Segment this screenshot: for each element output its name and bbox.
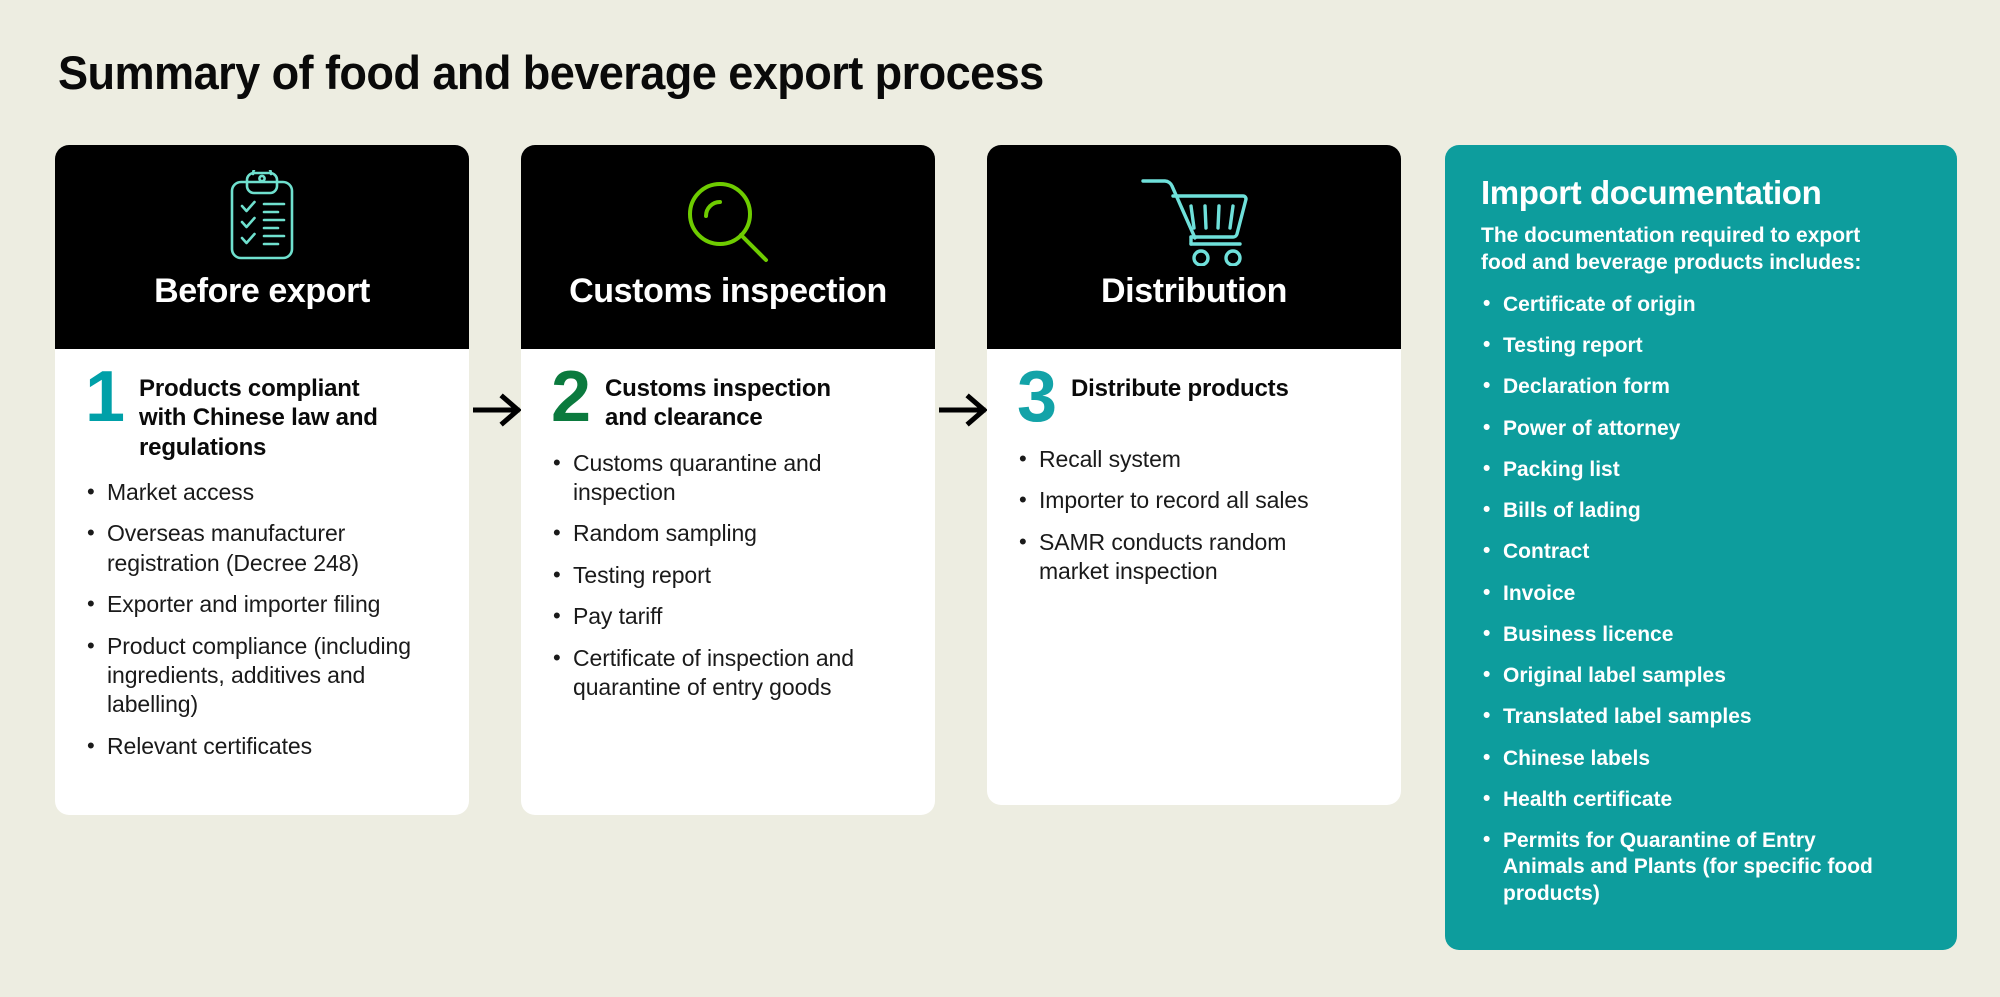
process-card-before-export: Before export 1 Products compliant with …	[55, 145, 469, 815]
list-item: Relevant certificates	[85, 731, 435, 761]
step-number: 3	[1017, 357, 1057, 437]
step-heading: Distribute products	[1071, 375, 1289, 402]
step-row: 3 Distribute products	[1017, 361, 1375, 433]
list-item: Random sampling	[551, 518, 871, 548]
list-item: Power of attorney	[1481, 415, 1881, 442]
step-row: 2 Customs inspection and clearance	[551, 361, 909, 433]
step-row: 1 Products compliant with Chinese law an…	[85, 361, 443, 462]
list-item: Certificate of inspection and quarantine…	[551, 643, 871, 703]
card-header-title: Distribution	[1101, 272, 1287, 310]
list-item: Permits for Quarantine of Entry Animals …	[1481, 827, 1881, 907]
step-number: 1	[85, 357, 125, 437]
list-item: Business licence	[1481, 621, 1881, 648]
list-item: Contract	[1481, 538, 1881, 565]
list-item: Product compliance (including ingredient…	[85, 631, 435, 720]
list-item: Customs quarantine and inspection	[551, 448, 871, 508]
card-body: 2 Customs inspection and clearance Custo…	[521, 349, 935, 815]
import-documentation-panel: Import documentation The documentation r…	[1445, 145, 1957, 950]
card-bullet-list: Market access Overseas manufacturer regi…	[85, 477, 443, 762]
card-body: 1 Products compliant with Chinese law an…	[55, 349, 469, 815]
list-item: Certificate of origin	[1481, 291, 1881, 318]
card-header: Before export	[55, 145, 469, 349]
step-heading: Customs inspection and clearance	[605, 375, 831, 432]
card-header-title: Customs inspection	[569, 272, 887, 310]
arrow-right-icon	[470, 393, 525, 427]
list-item: Testing report	[1481, 332, 1881, 359]
card-bullet-list: Customs quarantine and inspection Random…	[551, 448, 909, 703]
card-header-title: Before export	[154, 272, 370, 310]
list-item: Exporter and importer filing	[85, 589, 435, 619]
list-item: Market access	[85, 477, 435, 507]
panel-title: Import documentation	[1481, 174, 1822, 211]
page-title: Summary of food and beverage export proc…	[58, 46, 1044, 99]
list-item: Recall system	[1017, 444, 1337, 474]
list-item: Packing list	[1481, 456, 1881, 483]
list-item: Translated label samples	[1481, 703, 1881, 730]
list-item: Chinese labels	[1481, 745, 1881, 772]
panel-intro-text: The documentation required to export foo…	[1481, 224, 1862, 274]
list-item: Bills of lading	[1481, 497, 1881, 524]
list-item: Declaration form	[1481, 373, 1881, 400]
list-item: Original label samples	[1481, 662, 1881, 689]
list-item: SAMR conducts random market inspection	[1017, 527, 1337, 587]
list-item: Pay tariff	[551, 601, 871, 631]
step-number: 2	[551, 357, 591, 437]
process-card-distribution: Distribution 3 Distribute products Recal…	[987, 145, 1401, 805]
list-item: Testing report	[551, 560, 871, 590]
card-bullet-list: Recall system Importer to record all sal…	[1017, 444, 1375, 587]
arrow-right-icon	[936, 393, 991, 427]
magnifying-glass-icon	[678, 170, 778, 266]
list-item: Overseas manufacturer registration (Decr…	[85, 518, 435, 578]
process-card-customs-inspection: Customs inspection 2 Customs inspection …	[521, 145, 935, 815]
clipboard-checklist-icon	[216, 170, 308, 266]
card-header: Distribution	[987, 145, 1401, 349]
shopping-cart-icon	[1139, 170, 1249, 266]
list-item: Invoice	[1481, 580, 1881, 607]
list-item: Importer to record all sales	[1017, 485, 1337, 515]
panel-document-list: Certificate of origin Testing report Dec…	[1481, 291, 1923, 907]
list-item: Health certificate	[1481, 786, 1881, 813]
card-header: Customs inspection	[521, 145, 935, 349]
card-body: 3 Distribute products Recall system Impo…	[987, 349, 1401, 805]
process-flow: Before export 1 Products compliant with …	[55, 145, 1401, 815]
step-heading: Products compliant with Chinese law and …	[139, 375, 378, 461]
